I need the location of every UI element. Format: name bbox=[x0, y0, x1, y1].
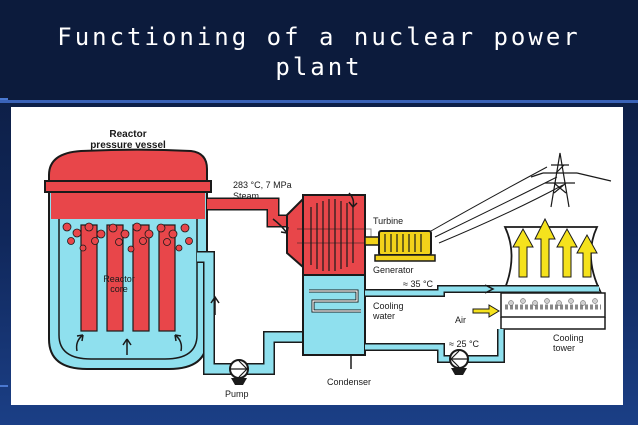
reactor-vessel: Reactor pressure vessel Reactor core bbox=[44, 129, 212, 370]
pump-cooling bbox=[449, 349, 469, 375]
slide-title: Functioning of a nuclear power plant bbox=[0, 22, 638, 82]
label-generator: Generator bbox=[373, 265, 414, 275]
label-turbine: Turbine bbox=[373, 216, 403, 226]
return-line bbox=[197, 251, 303, 375]
turbine-unit bbox=[286, 194, 380, 369]
nuclear-plant-diagram: Reactor pressure vessel Reactor core bbox=[44, 129, 612, 399]
flow-arrows bbox=[272, 192, 358, 234]
left-accent-line-lower bbox=[0, 385, 8, 387]
left-accent-line bbox=[0, 98, 8, 100]
title-bar: Functioning of a nuclear power plant bbox=[0, 0, 638, 103]
label-temp-cold: ≈ 25 °C bbox=[449, 339, 480, 349]
diagram-panel: Reactor pressure vessel Reactor core bbox=[11, 107, 623, 405]
tower-steam-arrows bbox=[512, 217, 598, 278]
label-pump: Pump bbox=[225, 389, 249, 399]
label-steam: Steam bbox=[233, 191, 259, 201]
air-arrow bbox=[472, 304, 500, 318]
generator-body bbox=[378, 230, 432, 256]
turbine-blades bbox=[310, 199, 354, 271]
slide-title-line-2: plant bbox=[275, 53, 363, 81]
label-condenser: Condenser bbox=[327, 377, 371, 387]
cooling-tower bbox=[500, 217, 606, 330]
pump-primary bbox=[229, 359, 249, 385]
label-cooling-tower-line1: Cooling bbox=[553, 333, 584, 343]
label-reactor-vessel-line2: pressure vessel bbox=[90, 140, 166, 151]
label-steam-conditions: 283 °C, 7 MPa bbox=[233, 180, 292, 190]
vessel-flow-arrows bbox=[75, 334, 183, 355]
turbine-inlet bbox=[286, 196, 304, 270]
pylon-icon bbox=[530, 152, 612, 208]
power-lines bbox=[430, 166, 564, 244]
label-reactor-vessel-line1: Reactor bbox=[109, 129, 146, 140]
label-air: Air bbox=[455, 315, 466, 325]
fuel-rod bbox=[132, 224, 150, 332]
turbine-casing bbox=[302, 194, 366, 276]
cooling-water-loop bbox=[365, 284, 599, 363]
vessel-inner-wall bbox=[58, 219, 198, 360]
label-reactor-core-line1: Reactor bbox=[103, 274, 135, 284]
label-temp-hot: ≈ 35 °C bbox=[403, 279, 434, 289]
vessel-flange bbox=[44, 180, 212, 193]
label-cooling-water-line1: Cooling bbox=[373, 301, 404, 311]
flow-up-arrow bbox=[210, 295, 220, 315]
steam-bubbles bbox=[62, 222, 193, 253]
label-reactor-core-line2: core bbox=[110, 284, 128, 294]
fuel-rod bbox=[158, 224, 176, 332]
generator bbox=[374, 230, 436, 262]
condenser bbox=[302, 274, 366, 356]
vessel-hot-region bbox=[51, 193, 205, 219]
slide-title-line-1: Functioning of a nuclear power bbox=[57, 23, 581, 51]
turbine-shaft bbox=[364, 236, 380, 246]
label-cooling-tower-line2: tower bbox=[553, 343, 575, 353]
label-cooling-water-line2: water bbox=[372, 311, 395, 321]
